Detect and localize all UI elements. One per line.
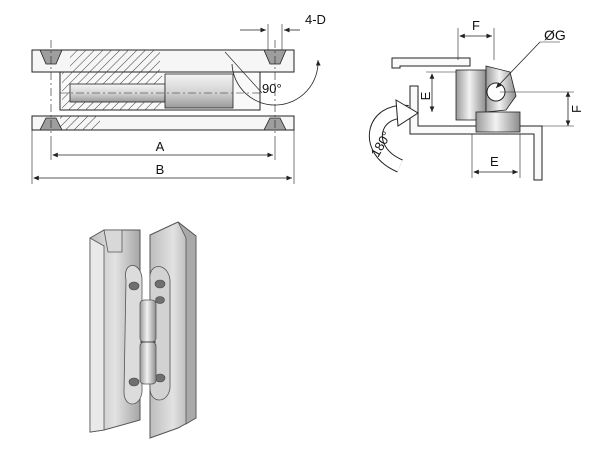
G-diameter-label: ØG xyxy=(544,27,566,43)
end-view: F ØG E F E 180° xyxy=(368,18,584,181)
E-left-label: E xyxy=(418,91,433,100)
hinge-sleeve xyxy=(164,73,234,109)
dimension-B-label: B xyxy=(156,162,165,177)
lower-leaf-hatch xyxy=(60,116,100,130)
barrel-lower xyxy=(139,341,157,385)
barrel-upper xyxy=(139,299,157,343)
F-right-label: F xyxy=(569,105,584,113)
center-lines xyxy=(50,40,276,142)
lower-sheet xyxy=(409,85,543,181)
right-bracket-side xyxy=(177,221,197,425)
holes-4D-label: 4-D xyxy=(305,12,326,27)
angle-ray xyxy=(224,51,263,94)
dimension-A-label: A xyxy=(156,139,165,154)
hinge-base xyxy=(475,111,521,133)
section-view: A B 4-D 90° xyxy=(31,12,326,184)
angle-arc xyxy=(231,59,321,106)
hinge-leaf-left xyxy=(123,265,143,405)
isometric-render xyxy=(89,221,197,439)
angle-90-label: 90° xyxy=(262,81,282,96)
G-leader xyxy=(495,41,541,89)
left-bracket-lip xyxy=(103,229,123,253)
left-bracket-face xyxy=(89,237,105,433)
rotation-arrow-head xyxy=(395,99,419,127)
mounting-holes xyxy=(128,279,166,387)
upper-leaf-hatch xyxy=(70,50,160,72)
E-bottom-label: E xyxy=(490,154,499,169)
extension-lines xyxy=(31,24,295,184)
upper-sheet xyxy=(391,57,471,69)
hinge-pin xyxy=(69,83,166,103)
F-top-label: F xyxy=(472,18,480,33)
